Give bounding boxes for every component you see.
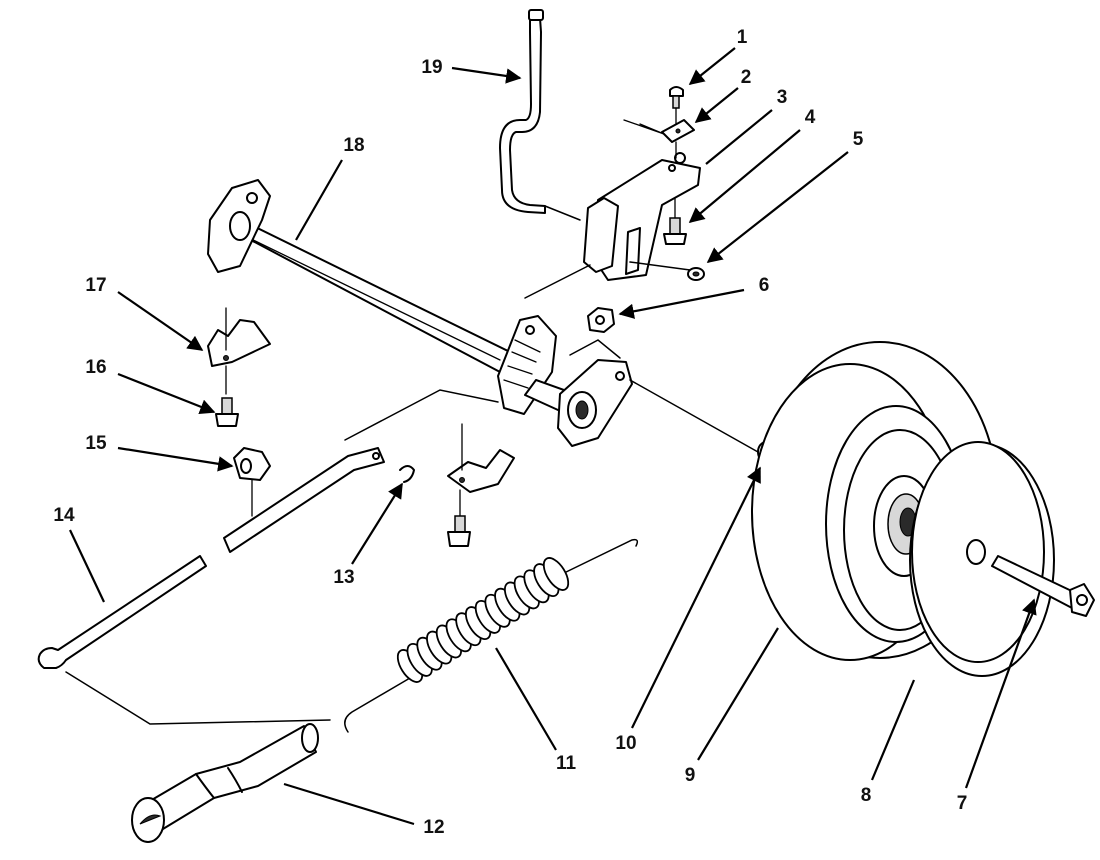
callout-label-12: 12 <box>423 817 444 838</box>
callout-4: 4 <box>688 107 816 223</box>
callout-label-3: 3 <box>777 87 788 108</box>
part-6-nut <box>587 307 615 333</box>
part-13-rod <box>223 389 499 553</box>
callout-7: 7 <box>957 598 1037 814</box>
callout-label-16: 16 <box>85 357 106 378</box>
callout-label-18: 18 <box>343 135 364 156</box>
callout-label-4: 4 <box>805 107 816 128</box>
part-17-clip <box>207 307 271 395</box>
callout-13: 13 <box>333 482 403 588</box>
callout-label-14: 14 <box>53 505 75 526</box>
callout-1: 1 <box>688 27 748 85</box>
part-3-bracket <box>524 152 701 299</box>
part-7-bolt <box>966 539 1095 617</box>
callout-label-2: 2 <box>741 67 752 88</box>
callout-label-17: 17 <box>85 275 106 296</box>
callout-label-11: 11 <box>556 753 577 774</box>
part-11-spring <box>344 538 639 733</box>
part-19-lift-rod <box>499 9 581 221</box>
callout-12: 12 <box>283 782 445 838</box>
callout-15: 15 <box>85 433 234 472</box>
spring-coil <box>542 557 570 591</box>
spring-coils <box>396 557 570 683</box>
callout-14: 14 <box>53 505 105 603</box>
part-14-l-rod <box>37 555 331 725</box>
callout-label-19: 19 <box>421 57 442 78</box>
callout-8: 8 <box>861 679 916 806</box>
callout-label-9: 9 <box>685 765 696 786</box>
callout-18: 18 <box>295 135 365 241</box>
callout-label-13: 13 <box>333 567 354 588</box>
callout-10: 10 <box>615 466 761 754</box>
part-16-bolt <box>215 397 239 427</box>
callout-19: 19 <box>421 57 522 84</box>
callout-9: 9 <box>685 627 779 786</box>
callout-16: 16 <box>85 357 216 415</box>
part-12-sleeve <box>131 723 319 843</box>
part-18-axle-assembly <box>207 179 759 453</box>
part-15-block <box>233 447 271 517</box>
callout-label-10: 10 <box>615 733 636 754</box>
callout-5: 5 <box>706 129 864 263</box>
part-2-clip <box>623 119 695 159</box>
callout-label-6: 6 <box>759 275 770 296</box>
part-4-bolt <box>663 197 687 245</box>
callout-2: 2 <box>694 67 752 123</box>
callout-17: 17 <box>85 275 204 351</box>
callout-3: 3 <box>705 87 788 165</box>
callout-label-5: 5 <box>853 129 864 150</box>
callout-11: 11 <box>495 647 577 774</box>
callout-label-15: 15 <box>85 433 107 454</box>
callout-label-8: 8 <box>861 785 872 806</box>
center-clip <box>447 423 515 547</box>
callout-6: 6 <box>618 275 770 319</box>
callout-label-1: 1 <box>737 27 748 48</box>
part-1-screw <box>669 86 684 126</box>
part-5-washer <box>687 267 705 281</box>
callout-label-7: 7 <box>957 793 968 814</box>
